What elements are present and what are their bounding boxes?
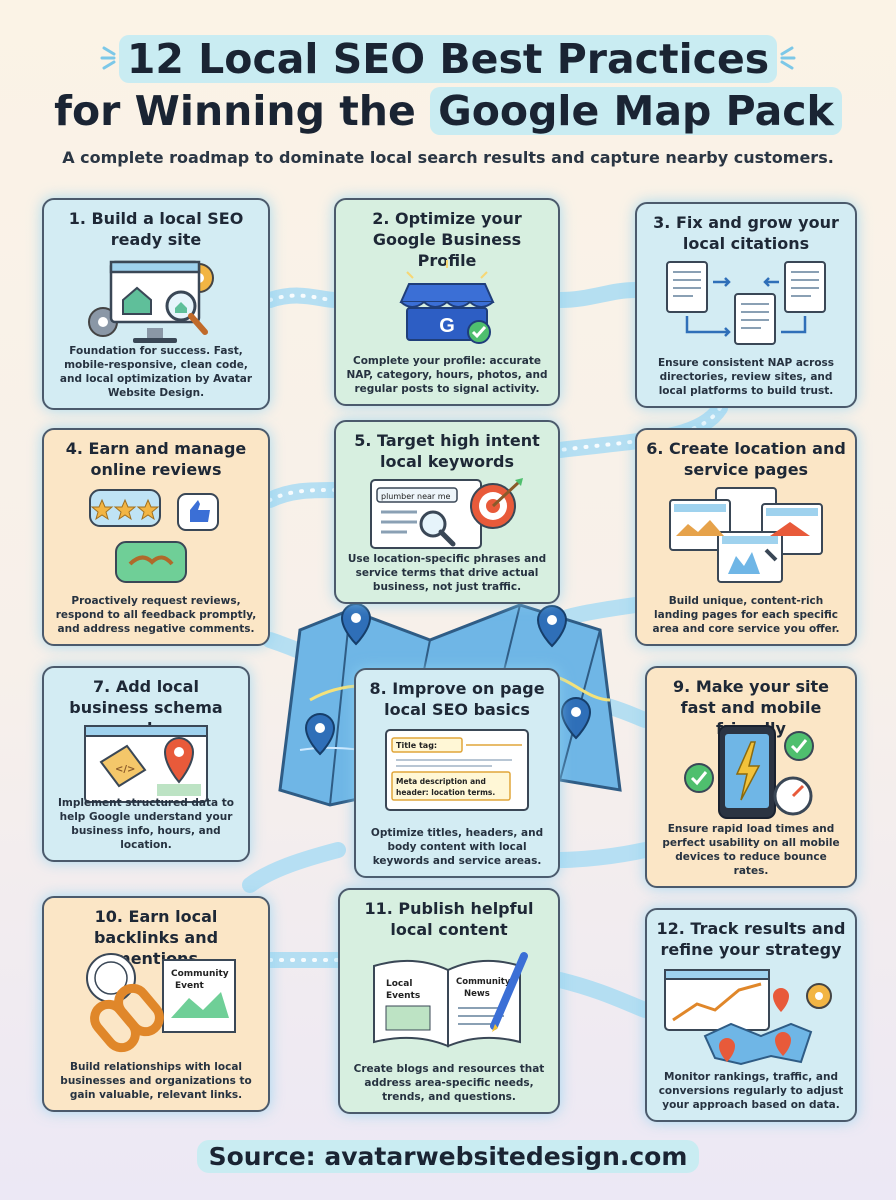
step-desc: Monitor rankings, traffic, and conversio… [658,1071,844,1111]
step-card-5: 5. Target high intent local keywords plu… [334,420,560,604]
schema-icon: </> [84,725,208,803]
step-title: 12. Track results and refine your strate… [656,919,846,959]
svg-text:Events: Events [386,991,420,1001]
monitor-house-icon [88,260,214,343]
svg-text:plumber near me: plumber near me [381,492,451,501]
reviews-icon [89,489,219,583]
step-card-3: 3. Fix and grow your local citations Ens… [635,202,857,408]
step-desc: Implement structured data to help Google… [57,797,234,851]
page-subtitle: A complete roadmap to dominate local sea… [62,148,834,167]
svg-text:Community: Community [171,969,229,979]
pages-icon [669,487,823,583]
step-title: 10. Earn local backlinks and mentions [93,907,219,968]
step-card-6: 6. Create location and service pages Bui… [635,428,857,646]
step-title: 8. Improve on page local SEO basics [369,679,545,719]
svg-text:Title tag:: Title tag: [396,741,437,750]
onpage-icon: Title tag: Meta description and header: … [385,729,529,811]
sparkle-right-icon [780,46,796,70]
analytics-icon [664,969,832,1066]
page-title-line1: 12 Local SEO Best Practices [0,34,896,84]
step-desc: Foundation for success. Fast, mobile-res… [59,345,253,399]
step-desc: Complete your profile: accurate NAP, cat… [346,355,548,395]
svg-text:header: location terms.: header: location terms. [396,788,495,797]
step-desc: Proactively request reviews, respond to … [55,595,257,635]
svg-text:G: G [439,315,455,337]
svg-text:</>: </> [115,764,135,775]
link-icon: Community Event [86,953,236,1053]
step-title: 3. Fix and grow your local citations [653,213,839,253]
step-desc: Optimize titles, headers, and body conte… [370,827,544,867]
step-desc: Create blogs and resources that address … [353,1063,545,1103]
phone-speed-icon [684,725,814,819]
step-title: 4. Earn and manage online reviews [65,439,247,479]
citations-icon [666,261,826,345]
step-card-11: 11. Publish helpful local content Local … [338,888,560,1114]
step-card-9: 9. Make your site fast and mobile friend… [645,666,857,888]
step-desc: Ensure rapid load times and perfect usab… [662,823,840,877]
source-credit: Source: avatarwebsitedesign.com [0,1140,896,1173]
storefront-icon: G [399,260,495,344]
svg-text:Local: Local [386,979,412,989]
step-card-1: 1. Build a local SEO ready site Foundati… [42,198,270,410]
step-desc: Build unique, content-rich landing pages… [652,595,840,635]
step-card-10: 10. Earn local backlinks and mentions Co… [42,896,270,1112]
step-card-12: 12. Track results and refine your strate… [645,908,857,1122]
step-card-2: 2. Optimize your Google Business Profile… [334,198,560,406]
step-title: 5. Target high intent local keywords [354,431,540,471]
step-desc: Use location-specific phrases and servic… [347,553,547,593]
svg-text:Meta description and: Meta description and [396,777,486,786]
step-card-4: 4. Earn and manage online reviews Proact… [42,428,270,646]
book-icon: Local Events Community News [373,952,528,1048]
step-desc: Build relationships with local businesse… [60,1061,252,1101]
svg-text:Event: Event [175,981,205,991]
step-card-8: 8. Improve on page local SEO basics Titl… [354,668,560,878]
svg-text:Community: Community [456,977,511,987]
step-desc: Ensure consistent NAP across directories… [657,357,835,397]
keyword-target-icon: plumber near me [370,478,523,549]
step-title: 2. Optimize your Google Business Profile [372,209,522,270]
step-title: 11. Publish helpful local content [364,899,534,939]
step-card-7: 7. Add local business schema markup </> … [42,666,250,862]
svg-text:News: News [464,989,490,999]
step-title: 6. Create location and service pages [646,439,846,479]
sparkle-left-icon [100,46,116,70]
step-title: 1. Build a local SEO ready site [68,209,244,249]
page-title-line2: for Winning the Google Map Pack [0,86,896,136]
